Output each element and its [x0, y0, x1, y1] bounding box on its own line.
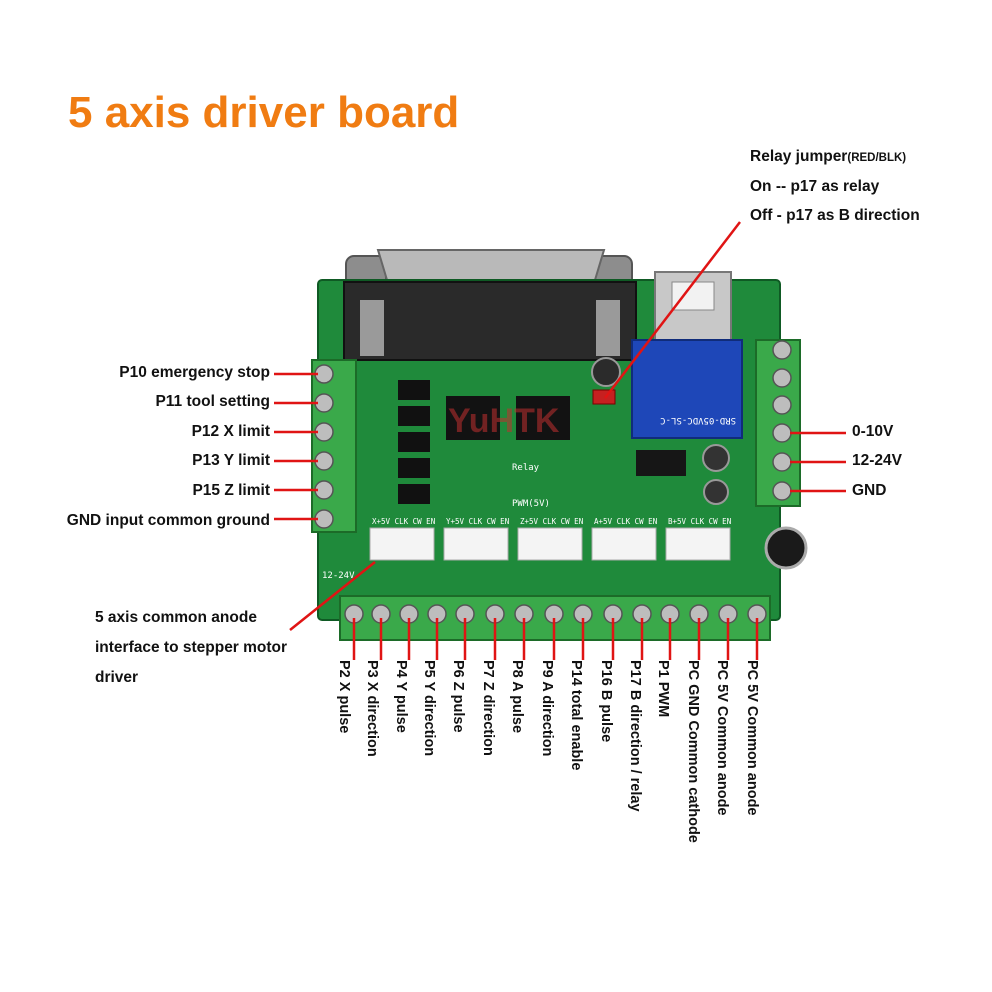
label-p9-a-direction: P9 A direction	[539, 660, 555, 757]
optocouplers	[398, 380, 430, 504]
label-0-10v: 0-10V	[852, 423, 894, 440]
label-p11-tool-setting: P11 tool setting	[155, 393, 270, 410]
label-p8-a-pulse: P8 A pulse	[509, 660, 525, 734]
label-pc-5v-common-anode-2: PC 5V Common anode	[744, 660, 760, 816]
relay-print: SRD-05VDC-SL-C	[660, 415, 736, 425]
label-p12-x-limit: P12 X limit	[191, 423, 270, 440]
driver-ic-1	[446, 396, 500, 440]
axis-header-y: Y+5V CLK CW EN	[446, 517, 509, 526]
capacitor-a	[702, 444, 730, 472]
anode-note-line3: driver	[95, 669, 139, 686]
label-p14-total-enable: P14 total enable	[568, 660, 584, 771]
relay-jumper-label: Relay jumper	[750, 148, 848, 165]
capacitor-b	[703, 479, 729, 505]
silk-pwm: PWM(5V)	[512, 499, 550, 509]
label-p13-y-limit: P13 Y limit	[192, 452, 270, 469]
label-p2-x-pulse: P2 X pulse	[336, 660, 352, 734]
axis-headers: X+5V CLK CW EN Y+5V CLK CW EN Z+5V CLK C…	[369, 517, 731, 561]
label-p7-z-direction: P7 Z direction	[480, 660, 496, 756]
relay-jumper-note: Relay jumper(RED/BLK)	[750, 148, 906, 166]
label-p5-y-direction: P5 Y direction	[421, 660, 437, 757]
axis-header-a: A+5V CLK CW EN	[594, 517, 657, 526]
anode-note-line1: 5 axis common anode	[95, 609, 257, 626]
label-p16-b-pulse: P16 B pulse	[598, 660, 614, 743]
relay-jumper	[592, 389, 616, 405]
silk-supply: 12-24V	[322, 571, 355, 581]
label-pc-5v-common-anode-1: PC 5V Common anode	[714, 660, 730, 816]
label-p4-y-pulse: P4 Y pulse	[393, 660, 409, 733]
label-p1-pwm: P1 PWM	[655, 660, 671, 718]
label-p10-emergency-stop: P10 emergency stop	[119, 364, 270, 381]
label-p6-z-pulse: P6 Z pulse	[450, 660, 466, 733]
axis-header-z: Z+5V CLK CW EN	[520, 517, 583, 526]
label-p17-b-direction-relay: P17 B direction / relay	[627, 660, 643, 812]
label-p15-z-limit: P15 Z limit	[192, 482, 270, 499]
axis-header-x: X+5V CLK CW EN	[372, 517, 435, 526]
anode-note-line2: interface to stepper motor	[95, 639, 288, 656]
silk-relay: Relay	[512, 463, 540, 473]
page-title: 5 axis driver board	[68, 88, 460, 137]
axis-header-b: B+5V CLK CW EN	[668, 517, 731, 526]
relay-module: SRD-05VDC-SL-C	[631, 339, 743, 439]
pointer-lines	[274, 221, 846, 660]
capacitor-large	[764, 526, 808, 570]
label-gnd-input-common-ground: GND input common ground	[66, 512, 270, 529]
right-terminal-block	[755, 339, 801, 507]
watermark: YuHTK	[448, 402, 560, 440]
left-terminal-block	[311, 359, 357, 533]
label-gnd: GND	[852, 482, 887, 499]
label-p3-x-direction: P3 X direction	[364, 660, 380, 757]
relay-on-note: On -- p17 as relay	[750, 178, 880, 195]
relay-jumper-suffix: (RED/BLK)	[847, 152, 907, 164]
capacitor-small	[591, 357, 621, 387]
relay-off-note: Off - p17 as B direction	[750, 207, 920, 224]
regulator-ic	[636, 450, 686, 476]
driver-ic-2	[516, 396, 570, 440]
label-12-24v: 12-24V	[852, 452, 902, 469]
label-pc-gnd-common-cathode: PC GND Common cathode	[685, 660, 701, 843]
